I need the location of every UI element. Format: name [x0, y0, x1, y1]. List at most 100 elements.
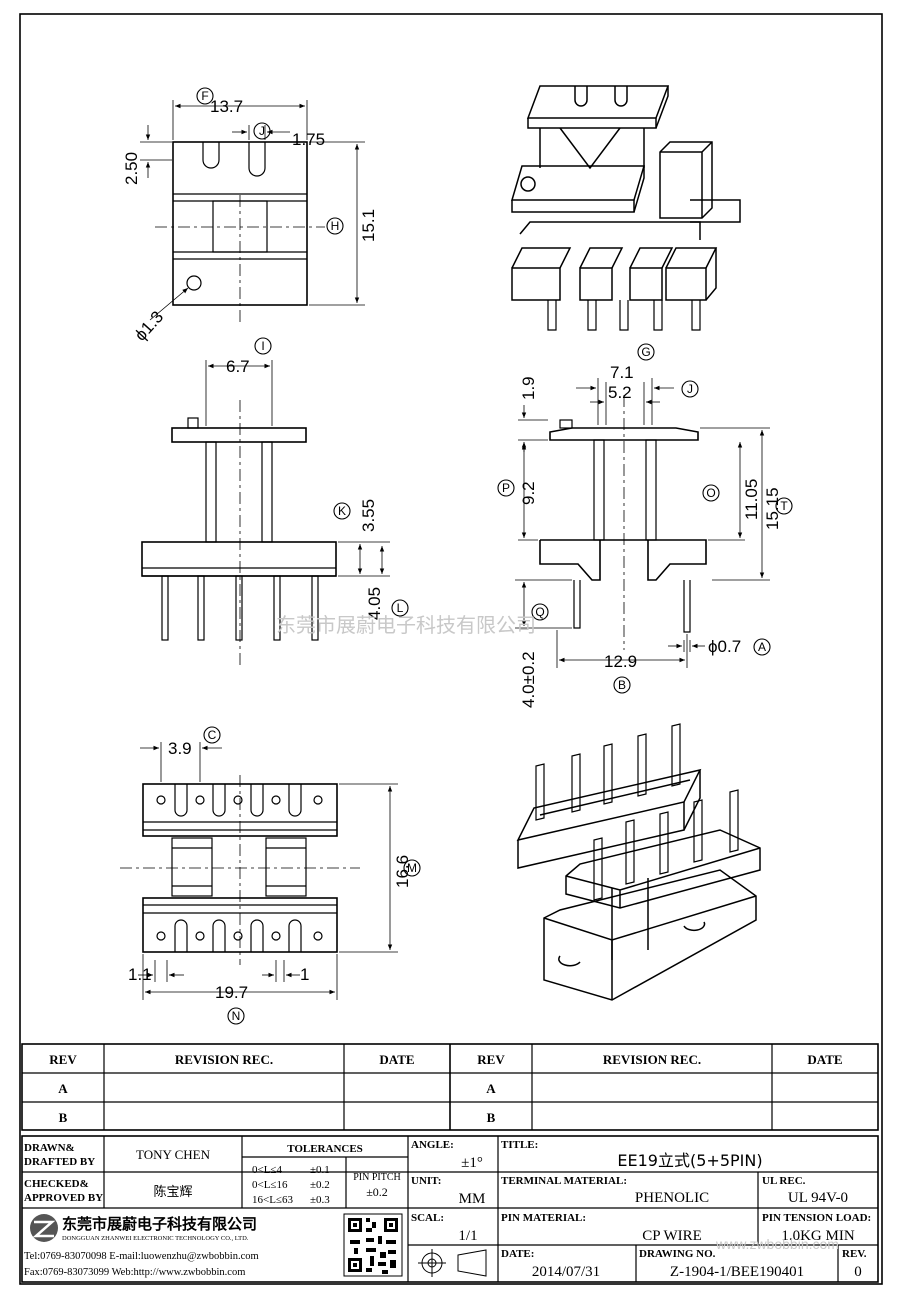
front-view	[141, 360, 390, 665]
svg-text:C: C	[208, 728, 217, 742]
svg-text:K: K	[338, 504, 346, 518]
label-q: Q	[531, 603, 549, 621]
angle-label: ANGLE:	[411, 1139, 454, 1151]
rev-label: REV.	[842, 1248, 867, 1260]
svg-text:A: A	[758, 640, 766, 654]
pin-pitch-value: ±0.2	[366, 1185, 388, 1199]
dim-side-g: 7.1	[610, 363, 634, 382]
terminal-material-label: TERMINAL MATERIAL:	[501, 1175, 627, 1187]
rev-row-b-left: B	[59, 1110, 68, 1125]
side-view	[515, 378, 770, 668]
date-header-left: DATE	[379, 1052, 414, 1067]
date-label: DATE:	[501, 1248, 534, 1260]
dim-top-slot: 1.75	[292, 130, 325, 149]
tol-value-3: ±0.3	[310, 1194, 330, 1206]
dim-side-p: 9.2	[519, 481, 538, 505]
svg-text:T: T	[780, 499, 788, 513]
tol-range-1: 0<L≤4	[252, 1164, 282, 1176]
scale-label: SCAL:	[411, 1212, 444, 1224]
dim-side-total: 15.15	[763, 487, 782, 530]
revision-record-header-left: REVISION REC.	[175, 1052, 273, 1067]
label-t: T	[775, 497, 793, 515]
label-n: N	[227, 1007, 245, 1025]
tol-value-1: ±0.1	[310, 1164, 330, 1176]
label-m: M	[403, 859, 421, 877]
label-f: F	[196, 87, 214, 105]
svg-text:B: B	[618, 678, 626, 692]
label-o: O	[702, 484, 720, 502]
label-p: P	[497, 479, 515, 497]
ul-rec-label: UL REC.	[762, 1175, 806, 1187]
tol-value-2: ±0.2	[310, 1179, 330, 1191]
dim-top-width: 13.7	[210, 97, 243, 116]
ul-rec-value: UL 94V-0	[788, 1190, 848, 1206]
dim-front-base: 3.55	[359, 499, 378, 532]
dim-bottom-height: 16.6	[393, 855, 412, 888]
rev-header-right: REV	[477, 1052, 505, 1067]
title-block: DRAWN& DRAFTED BY TONY CHEN CHECKED& APP…	[21, 1135, 879, 1283]
top-view	[140, 100, 365, 325]
dim-top-height: 15.1	[359, 209, 378, 242]
pin-pitch-label: PIN PITCH	[353, 1172, 401, 1183]
qr-code-icon	[343, 1213, 403, 1277]
rev-row-a-left: A	[58, 1081, 68, 1096]
label-g: G	[637, 343, 655, 361]
dim-side-head: 1.9	[519, 376, 538, 400]
svg-text:P: P	[502, 481, 510, 495]
unit-value: MM	[459, 1191, 486, 1207]
dim-side-pin: ϕ0.7	[708, 637, 741, 656]
rev-row-b-right: B	[487, 1110, 496, 1125]
dim-side-span: 12.9	[604, 652, 637, 671]
company-name-en: DONGGUAN ZHANWEI ELECTRONIC TECHNOLOGY C…	[62, 1235, 249, 1242]
date-value: 2014/07/31	[532, 1264, 600, 1280]
revision-record-header-right: REVISION REC.	[603, 1052, 701, 1067]
company-logo-icon	[30, 1214, 58, 1242]
isometric-view-top	[510, 85, 741, 331]
drawing-title: EE19立式(5+5PIN)	[617, 1151, 762, 1170]
svg-text:J: J	[259, 124, 265, 138]
rev-row-a-right: A	[486, 1081, 496, 1096]
label-j-top: J	[253, 122, 271, 140]
drawing-no-label: DRAWING NO.	[639, 1248, 716, 1260]
dimension-texts: 13.7 1.75 2.50 15.1 ϕ1.3 6.7 3.55 4.05 7…	[122, 97, 782, 1002]
tol-range-2: 0<L≤16	[252, 1179, 288, 1191]
label-c: C	[203, 726, 221, 744]
dim-front-width: 6.7	[226, 357, 250, 376]
svg-text:H: H	[331, 219, 340, 233]
drawing-no-value: Z-1904-1/BEE190401	[670, 1264, 804, 1280]
company-name-cn: 东莞市展蔚电子科技有限公司	[62, 1215, 257, 1233]
checked-label-2: APPROVED BY	[24, 1192, 103, 1204]
dim-bottom-pitch: 3.9	[168, 739, 192, 758]
pin-material-value: CP WIRE	[642, 1228, 702, 1244]
drawn-label-2: DRAFTED BY	[24, 1156, 95, 1168]
svg-text:M: M	[407, 861, 417, 875]
company-tel: Tel:0769-83070098 E-mail:luowenzhu@zwbob…	[24, 1251, 259, 1262]
dim-side-o: 11.05	[742, 479, 761, 520]
label-h: H	[326, 217, 344, 235]
label-k: K	[333, 502, 351, 520]
revision-table: REV REVISION REC. DATE REV REVISION REC.…	[21, 1043, 879, 1131]
sheet-border	[19, 13, 883, 1285]
dim-bottom-width: 19.7	[215, 983, 248, 1002]
label-i: I	[254, 337, 272, 355]
scale-value: 1/1	[458, 1228, 477, 1244]
pin-tension-label: PIN TENSION LOAD:	[762, 1212, 871, 1224]
label-b: B	[613, 676, 631, 694]
svg-text:Q: Q	[535, 605, 544, 619]
approved-by-value: 陈宝辉	[153, 1184, 192, 1200]
svg-text:G: G	[641, 345, 650, 359]
tolerances-label: TOLERANCES	[287, 1143, 363, 1155]
rev-header-left: REV	[49, 1052, 77, 1067]
unit-label: UNIT:	[411, 1175, 441, 1187]
projection-symbol-icon	[418, 1249, 487, 1277]
dim-side-pinlen: 4.0±0.2	[519, 651, 538, 708]
dim-top-hole: ϕ1.3	[131, 307, 167, 344]
pin-tension-value: 1.0KG MIN	[781, 1228, 854, 1244]
dim-top-tab: 2.50	[122, 152, 141, 185]
label-a: A	[753, 638, 771, 656]
drawn-label-1: DRAWN&	[24, 1142, 75, 1154]
drawn-by-value: TONY CHEN	[136, 1147, 211, 1162]
pin-material-label: PIN MATERIAL:	[501, 1212, 586, 1224]
